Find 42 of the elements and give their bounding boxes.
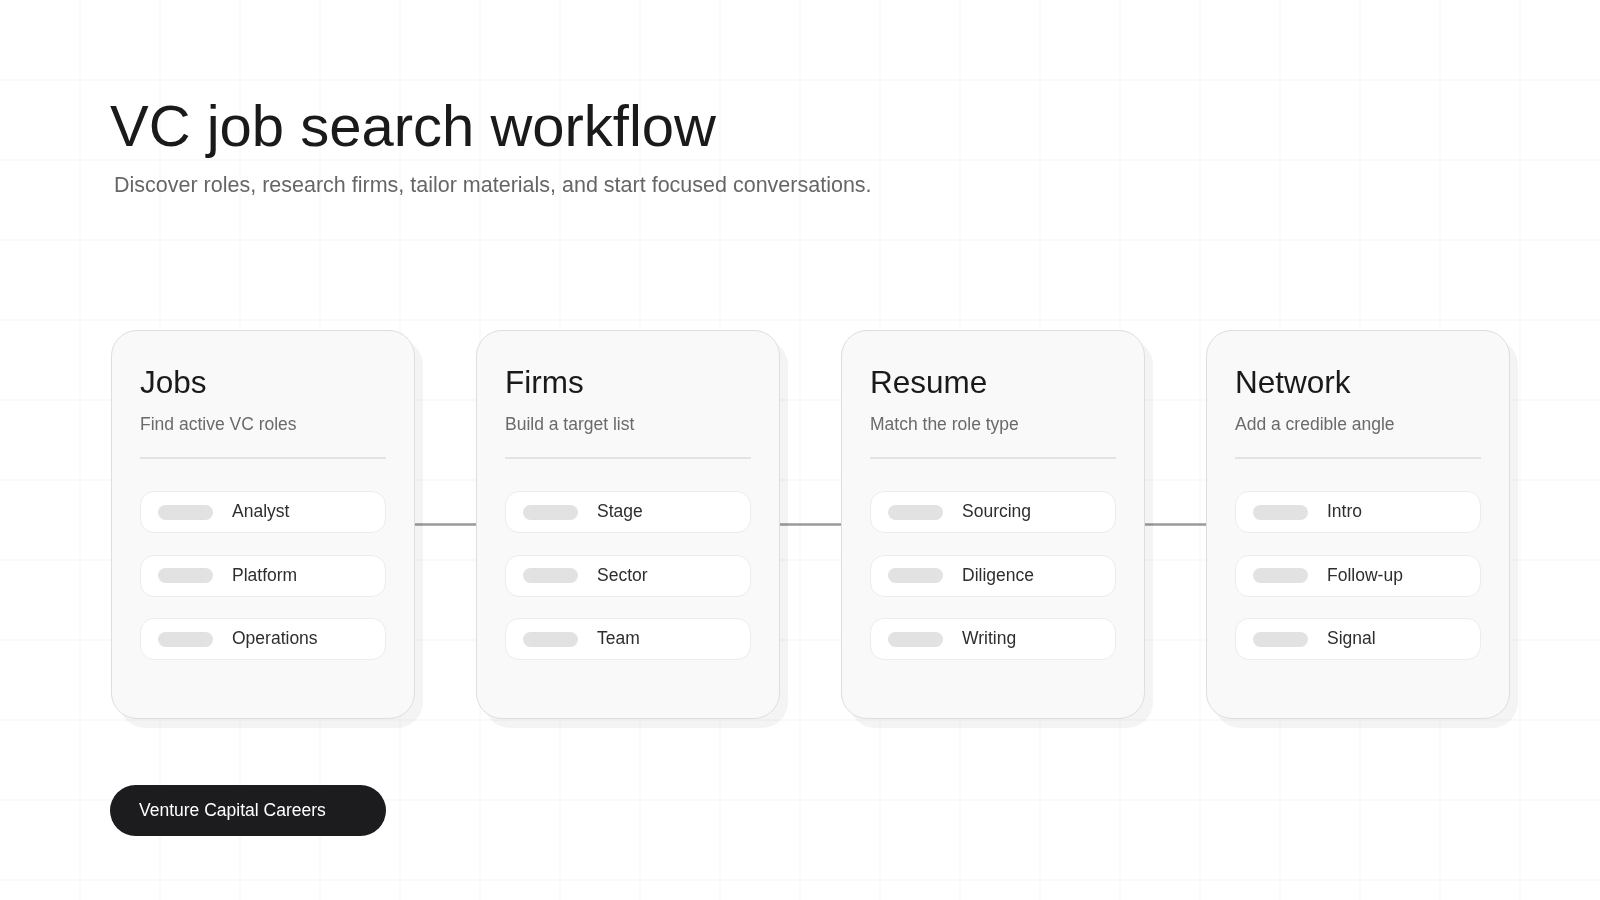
item-label: Stage: [597, 501, 643, 522]
card-heading: Firms: [505, 364, 584, 400]
card-description: Match the role type: [870, 414, 1019, 434]
list-item: [140, 491, 386, 533]
item-label: Operations: [232, 628, 318, 649]
item-label: Signal: [1327, 628, 1376, 649]
list-item: [505, 554, 751, 597]
step-card: [841, 330, 1145, 719]
connector-line: [780, 523, 841, 526]
list-item: [870, 554, 1116, 597]
list-item: [870, 618, 1116, 660]
item-label: Diligence: [962, 564, 1034, 586]
item-label: Follow-up: [1327, 564, 1403, 586]
category-tag: Venture Capital Careers: [110, 785, 386, 836]
list-item: [1235, 491, 1481, 533]
step-card: [476, 330, 780, 719]
item-label: Sector: [597, 564, 648, 586]
step-card: [111, 330, 415, 719]
list-item: [870, 491, 1116, 533]
subtitle: Discover roles, research firms, tailor materials, and start focused conversations.: [114, 172, 872, 198]
list-item: [140, 618, 386, 660]
card-description: Build a target list: [505, 414, 635, 434]
card-heading: Resume: [870, 364, 988, 400]
connector-line: [415, 523, 476, 526]
card-description: Find active VC roles: [140, 414, 297, 434]
item-label: Writing: [962, 628, 1017, 649]
list-item: [505, 491, 751, 533]
item-label: Analyst: [232, 501, 290, 522]
item-label: Platform: [232, 564, 298, 586]
card-heading: Network: [1235, 364, 1351, 400]
item-label: Intro: [1327, 501, 1363, 522]
connector-line: [1145, 523, 1206, 526]
item-label: Sourcing: [962, 501, 1032, 522]
title: VC job search workflow: [110, 92, 716, 159]
list-item: [505, 618, 751, 660]
list-item: [140, 554, 386, 597]
item-label: Team: [597, 628, 640, 649]
card-description: Add a credible angle: [1235, 414, 1395, 434]
card-heading: Jobs: [140, 364, 207, 400]
step-card: [1206, 330, 1510, 719]
list-item: [1235, 554, 1481, 597]
list-item: [1235, 618, 1481, 660]
